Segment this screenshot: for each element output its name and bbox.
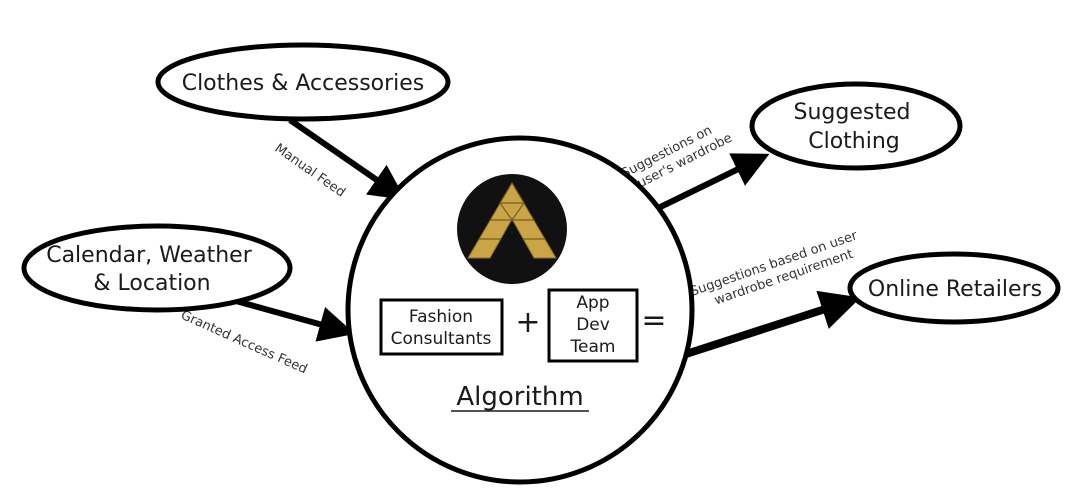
team-label: Team <box>570 337 616 357</box>
calendar-weather-location-node: Calendar, Weather & Location <box>21 223 293 313</box>
suggested-clothing-node: Suggested Clothing <box>749 81 963 171</box>
online-retailers-node: Online Retailers <box>847 251 1061 325</box>
algorithm-node: Fashion Consultants + App Dev Team = Alg… <box>345 135 695 485</box>
gold-triangle-a-logo-icon <box>457 174 567 284</box>
fashion-consultants-box: Fashion Consultants <box>379 298 504 356</box>
app-label: App <box>576 293 609 313</box>
plus-sign: + <box>515 305 540 340</box>
equals-sign: = <box>641 303 666 338</box>
clothing-label: Clothing <box>808 129 900 154</box>
suggested-clothing-arrow <box>646 153 770 216</box>
clothes-accessories-node: Clothes & Accessories <box>155 42 451 122</box>
algorithm-title: Algorithm <box>456 382 583 412</box>
fashion-label: Fashion <box>409 307 473 327</box>
dev-label: Dev <box>576 315 610 335</box>
manual-feed-arrow <box>288 117 406 201</box>
app-dev-team-box: App Dev Team <box>547 288 639 363</box>
location-label: & Location <box>93 271 210 296</box>
clothes-accessories-label: Clothes & Accessories <box>182 71 425 96</box>
online-retailers-arrow <box>681 290 861 359</box>
granted-access-arrow <box>224 295 355 342</box>
online-retailers-label: Online Retailers <box>868 277 1042 302</box>
suggested-label: Suggested <box>794 100 911 125</box>
consultants-label: Consultants <box>391 329 492 349</box>
calendar-weather-label: Calendar, Weather <box>46 243 252 268</box>
